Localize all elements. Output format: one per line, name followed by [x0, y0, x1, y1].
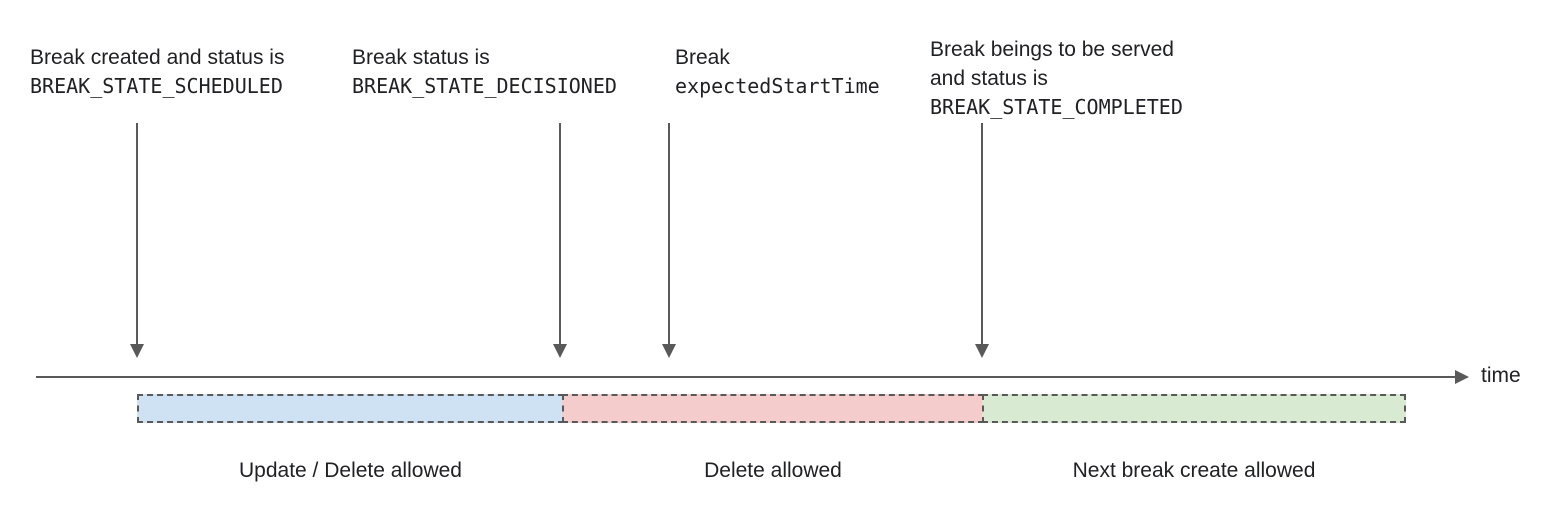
segment-label: Delete allowed [704, 459, 842, 482]
segment-update-delete-allowed [137, 394, 564, 423]
annotation-break-completed: Break beings to be served and status is … [930, 35, 1183, 122]
annotation-code: BREAK_STATE_DECISIONED [352, 74, 617, 98]
annotation-expected-start-time: Break expectedStartTime [675, 43, 880, 101]
annotation-text: Break beings to be served [930, 38, 1174, 61]
time-axis [36, 376, 1455, 378]
segment-delete-allowed [562, 394, 984, 423]
annotation-text: and status is [930, 67, 1048, 90]
annotation-text: Break status is [352, 46, 490, 69]
arrow-shaft [559, 123, 561, 346]
annotation-text: Break created and status is [30, 46, 285, 69]
segment-next-break-create-allowed [982, 394, 1406, 423]
arrow-shaft [136, 123, 138, 346]
arrow-right-icon [1455, 370, 1469, 384]
arrow-down-icon [975, 344, 989, 358]
segment-label: Next break create allowed [1072, 459, 1316, 482]
annotation-code: expectedStartTime [675, 74, 880, 98]
annotation-break-created: Break created and status is BREAK_STATE_… [30, 43, 284, 101]
arrow-shaft [668, 123, 670, 346]
annotation-text: Break [675, 46, 730, 69]
time-axis-label: time [1481, 364, 1521, 387]
segment-label: Update / Delete allowed [239, 459, 462, 482]
arrow-down-icon [130, 344, 144, 358]
annotation-break-decisioned: Break status is BREAK_STATE_DECISIONED [352, 43, 617, 101]
arrow-shaft [981, 123, 983, 346]
arrow-down-icon [662, 344, 676, 358]
arrow-down-icon [553, 344, 567, 358]
annotation-code: BREAK_STATE_SCHEDULED [30, 74, 283, 98]
annotation-code: BREAK_STATE_COMPLETED [930, 95, 1183, 119]
